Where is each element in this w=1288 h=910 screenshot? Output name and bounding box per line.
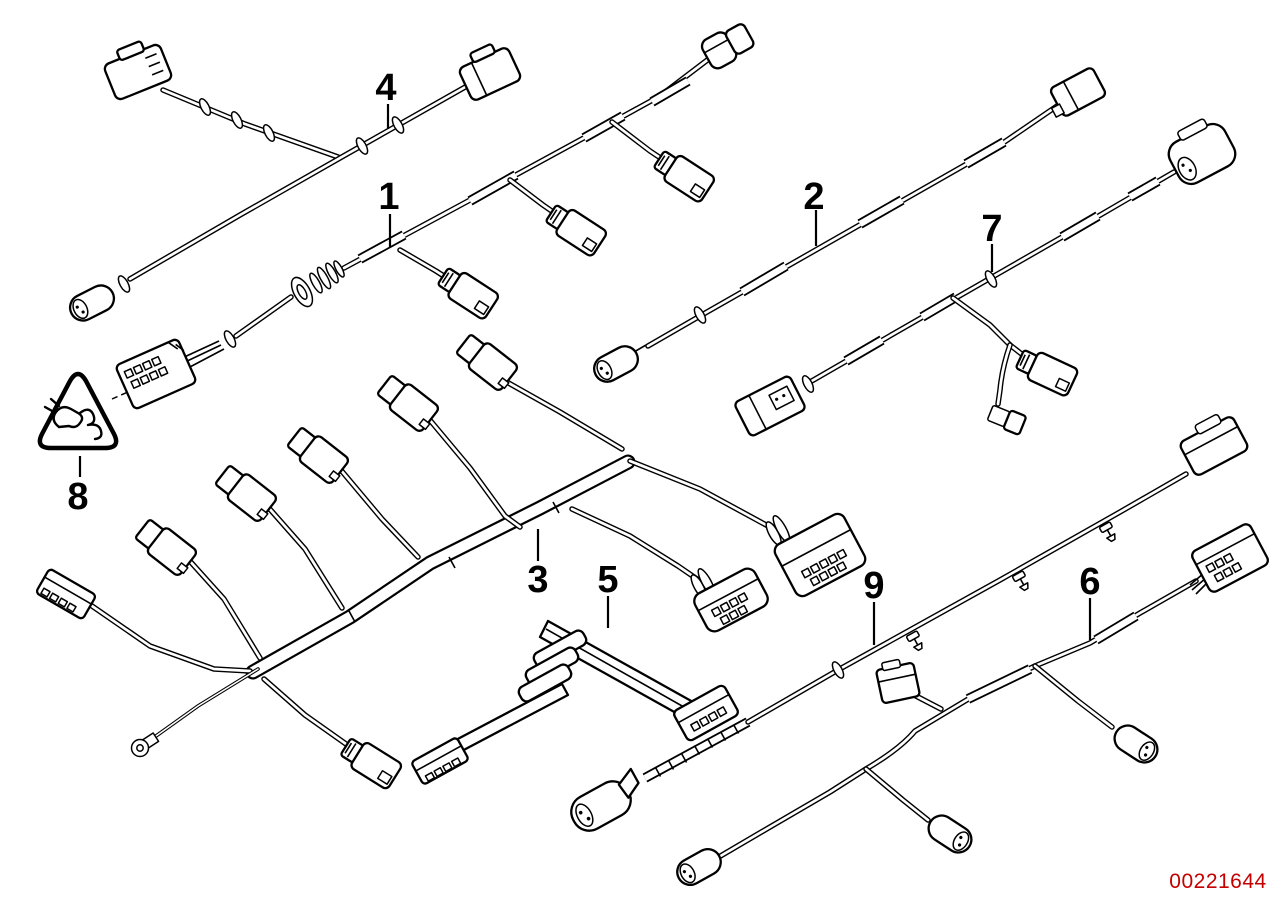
harness-9-connector-top bbox=[1179, 414, 1249, 476]
harness-6-drawing bbox=[671, 523, 1269, 891]
harness-4-connector-right bbox=[458, 43, 522, 101]
image-code: 00221644 bbox=[1169, 870, 1266, 893]
callout-8: 8 bbox=[67, 476, 88, 518]
callout-2: 2 bbox=[803, 176, 824, 218]
harness-9-drawing bbox=[570, 414, 1249, 832]
ground-eyelet-terminal bbox=[130, 732, 160, 758]
callout-7: 7 bbox=[981, 208, 1002, 250]
harness-5-clamp-left bbox=[411, 737, 469, 785]
callout-4: 4 bbox=[375, 67, 396, 109]
harness-2-connector-bottom bbox=[588, 340, 644, 388]
harness-7-connector-top bbox=[1167, 118, 1237, 186]
harness-5-drawing bbox=[411, 619, 739, 785]
callout-3: 3 bbox=[527, 559, 548, 601]
harness-1-drawing bbox=[115, 23, 755, 410]
harness-9-connector-bottom bbox=[570, 767, 640, 832]
harness-7-small-connector bbox=[987, 405, 1027, 436]
callouts: 4 1 2 7 8 3 5 9 6 bbox=[67, 67, 1101, 645]
harness-1-connector-top bbox=[700, 23, 755, 70]
callout-9: 9 bbox=[863, 565, 884, 607]
harness-4-connector-bottom bbox=[64, 279, 120, 327]
harness-3-multipin-connector-small bbox=[693, 567, 769, 633]
connector-plug-warning-triangle-icon bbox=[37, 371, 129, 451]
harness-4-connector-left bbox=[103, 40, 173, 101]
harness-2-connector-top bbox=[1049, 67, 1107, 118]
harness-5-connector-right bbox=[673, 684, 739, 742]
callout-1: 1 bbox=[378, 176, 399, 218]
harness-6-connector-bottom bbox=[671, 843, 727, 891]
callout-6: 6 bbox=[1079, 561, 1100, 603]
harness-3-multipin-connector-large bbox=[773, 512, 867, 598]
harness-7-connector-bottom bbox=[734, 375, 806, 437]
harness-3-drawing bbox=[35, 329, 867, 792]
harness-6-connector-top bbox=[1191, 523, 1269, 593]
callout-5: 5 bbox=[597, 559, 618, 601]
harness-7-drawing bbox=[734, 118, 1237, 437]
harness-1-multipin-connector bbox=[115, 338, 197, 410]
harness-2-drawing bbox=[588, 67, 1107, 388]
harness-3-connector-left bbox=[35, 568, 97, 620]
harness-6-relay-connector bbox=[875, 658, 921, 704]
harness-4-drawing bbox=[64, 40, 522, 327]
